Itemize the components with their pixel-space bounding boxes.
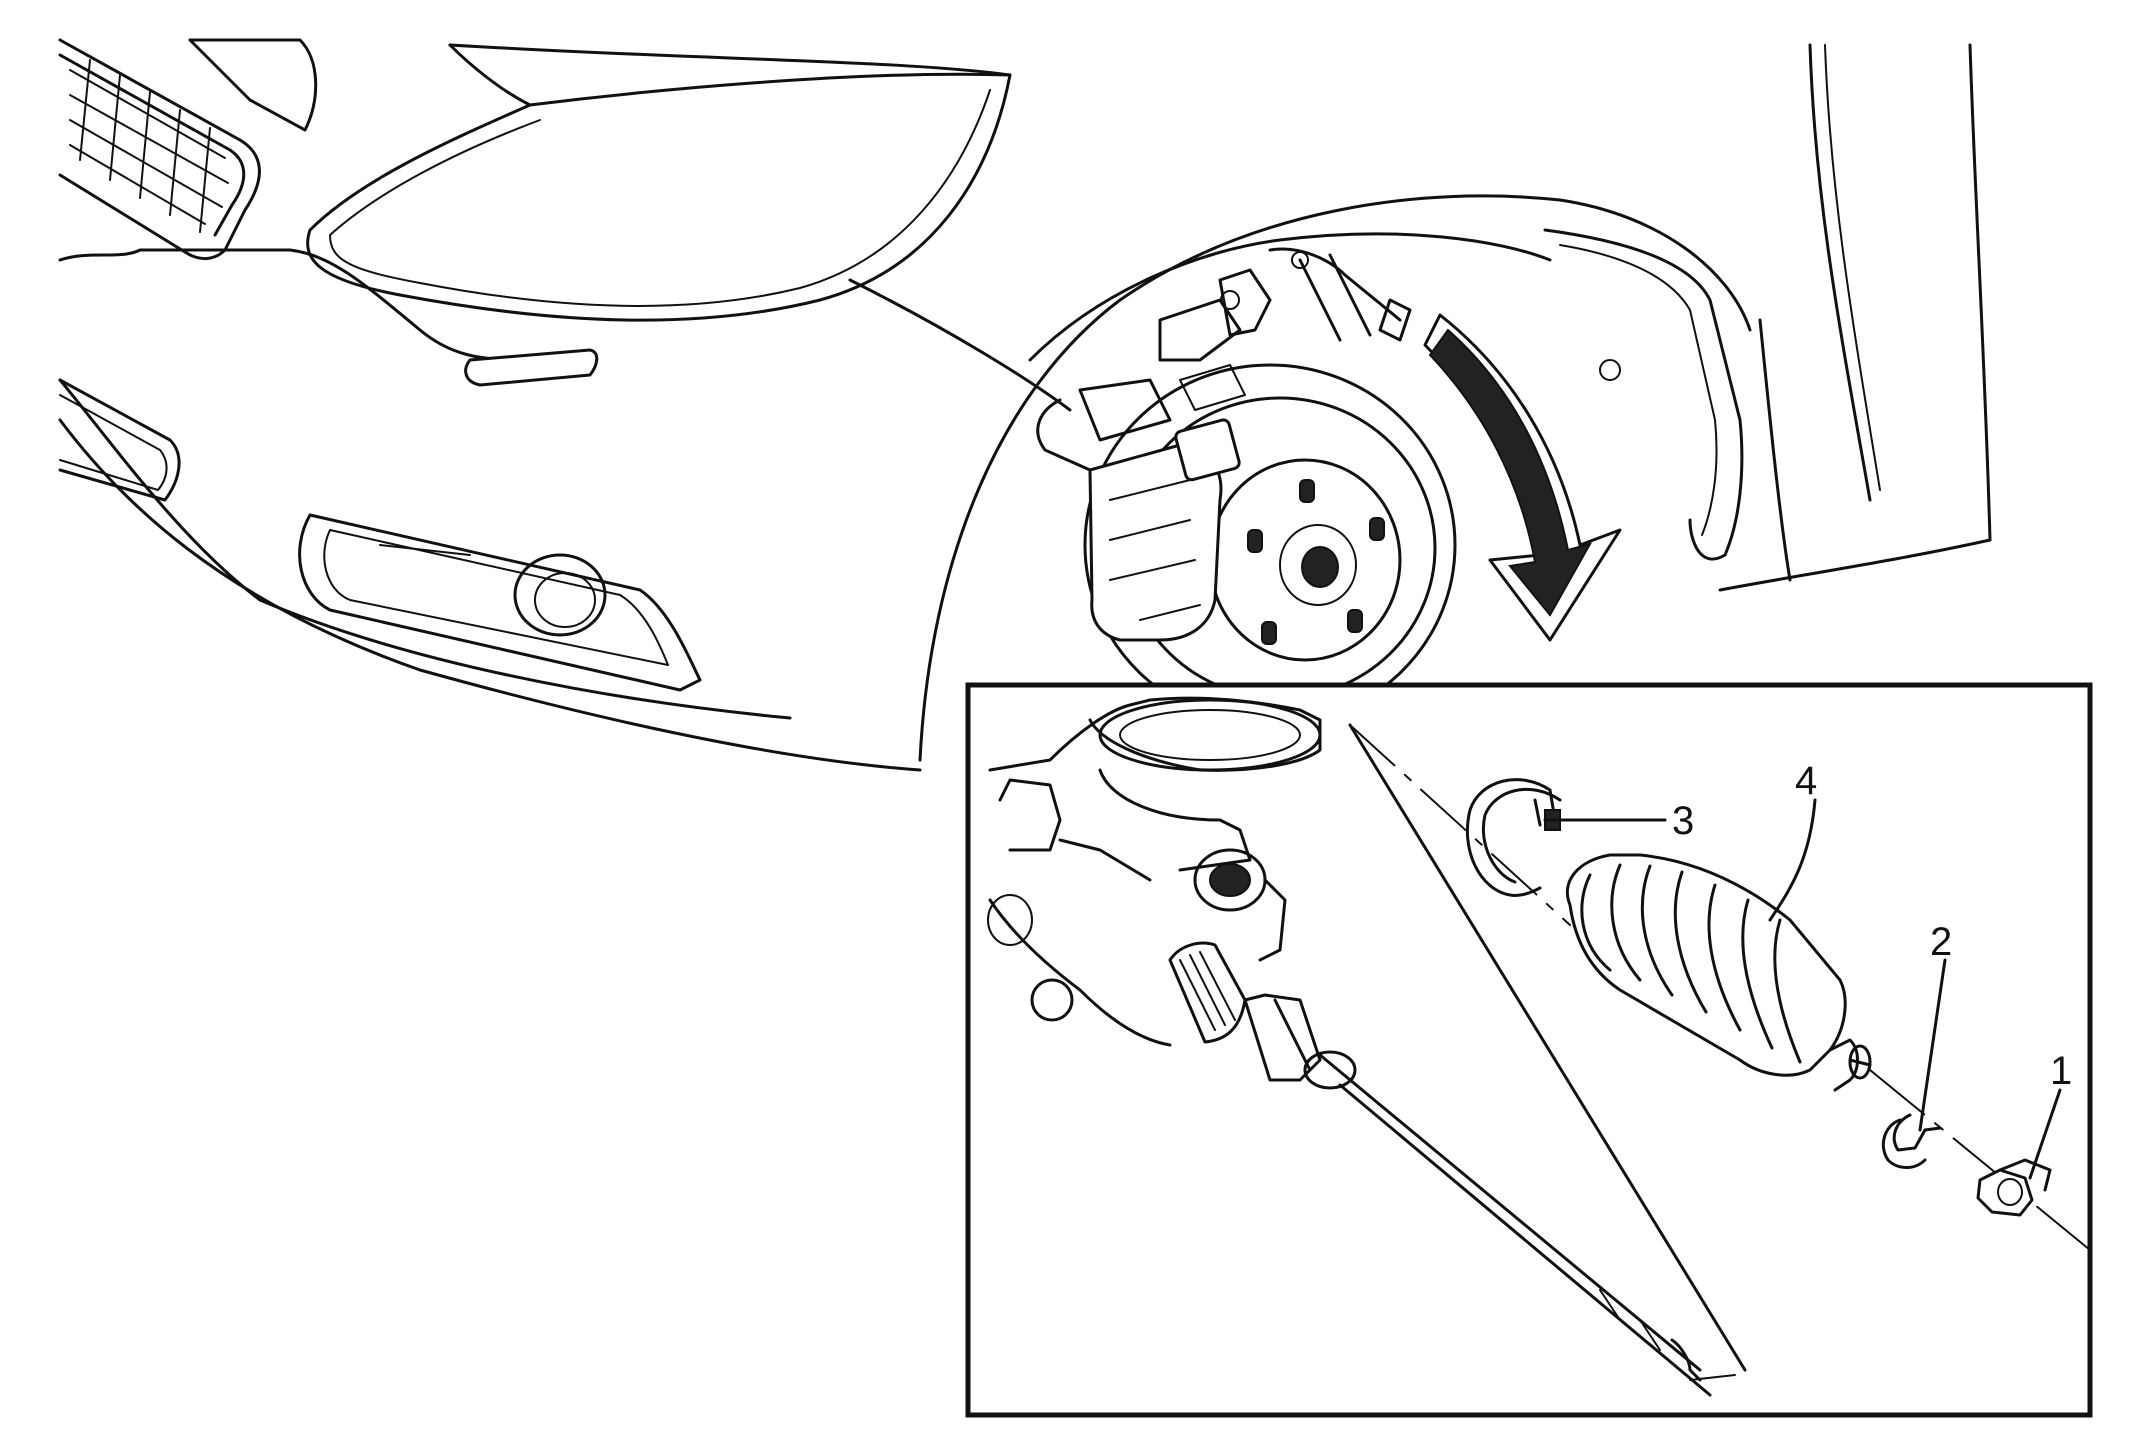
section-guideline-lower [1689,1374,1736,1381]
wheel-arch-outer [918,194,1752,762]
hood-upper-line [448,43,1012,77]
small-clamp [1881,1113,1942,1169]
door-edge [1808,43,1872,502]
suspension-parts [1036,247,1412,472]
wheel-arch-inner [1028,232,1552,362]
section-guideline [1348,723,1747,1372]
body-side-front [1718,538,1992,592]
headlamp-outline [306,73,1012,322]
headlamp-inner [329,89,991,307]
callout-1: 1 [2050,1049,2072,1093]
inner-tie-rod [1243,993,1712,1397]
assembly-axis [1869,1069,2091,1251]
door-gap [1968,43,1992,542]
tie-rod-boot [1565,853,1872,1092]
wheel-liner [1543,228,1744,561]
callout-4: 4 [1795,759,1817,803]
detail-inset-frame [965,682,2093,1418]
leader-line-4 [1768,798,1817,922]
hood-edge [448,43,1012,107]
fender-line [848,278,1072,412]
callout-3: 3 [1672,799,1694,843]
grille [58,38,318,260]
side-marker [464,348,599,387]
bumper-outer [58,378,792,720]
fog-lamp [298,513,702,692]
leader-line-1 [2028,1088,2062,1180]
detail-inset: 3 4 2 1 [987,696,2091,1397]
bumper-crease [58,248,522,362]
vehicle-front-corner [58,38,1992,772]
bumper-lower [58,418,922,772]
callout-2: 2 [1930,920,1952,964]
brake-caliper [1088,418,1241,642]
leader-line-2 [1918,958,1947,1132]
jam-nut [1976,1158,2052,1217]
lower-intake [58,378,181,502]
